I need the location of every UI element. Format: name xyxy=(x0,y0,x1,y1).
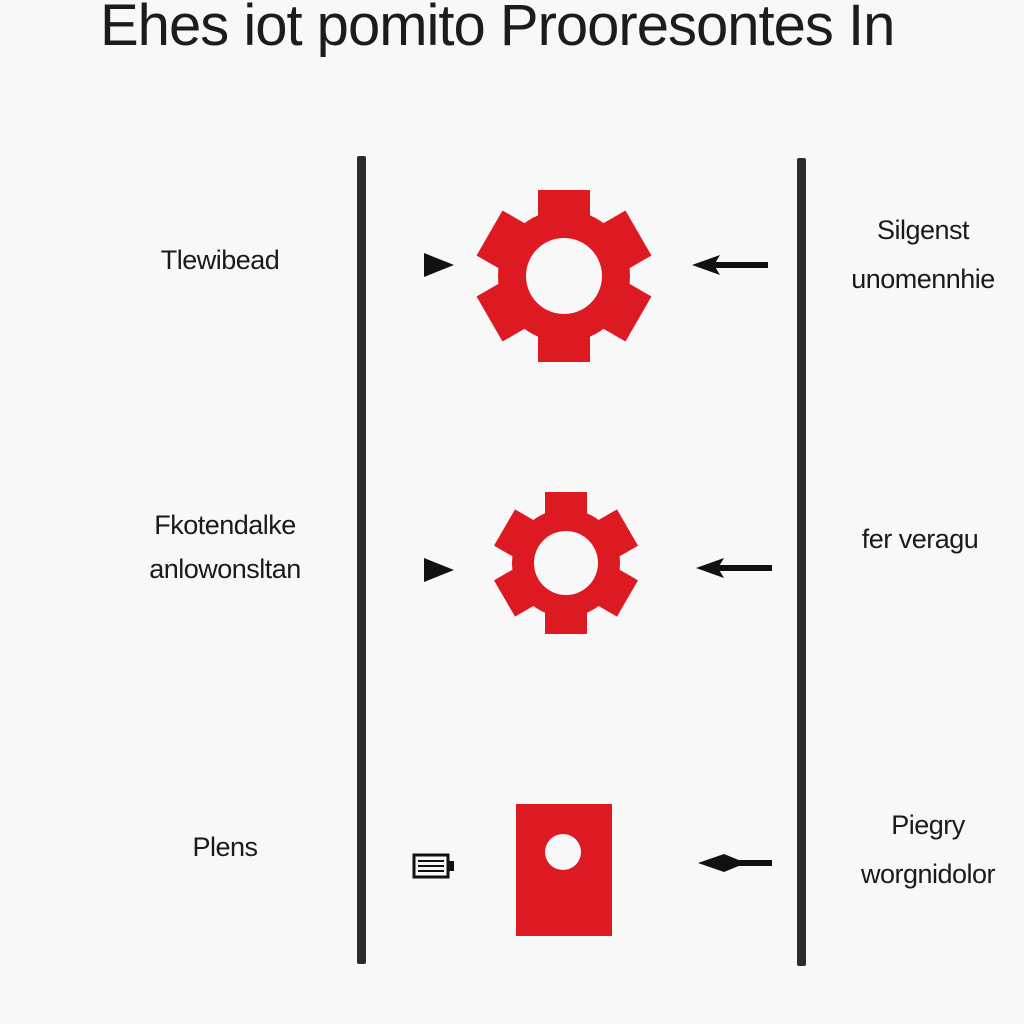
row3-left-connector xyxy=(412,853,454,879)
left-divider xyxy=(357,156,366,964)
row2-left-line1: Fkotendalke xyxy=(154,510,296,540)
row1-left-line1: Tlewibead xyxy=(160,245,280,275)
diagram-title: Ehes iot pomito Prooresontes In xyxy=(0,0,1024,70)
document-icon xyxy=(516,804,612,936)
row3-right-arrow xyxy=(698,854,772,872)
row1-left-arrow xyxy=(424,253,454,277)
row2-left-label: Fkotendalke anlowonsltan xyxy=(110,508,340,586)
row3-right-line2: worgnidolor xyxy=(860,859,996,889)
row2-right-label: fer veragu xyxy=(820,522,1020,556)
row3-right-label: Piegry worgnidolor xyxy=(830,808,1024,891)
right-divider xyxy=(797,158,806,966)
row3-left-label: Plens xyxy=(150,830,300,864)
row1-right-line2: unomennhie xyxy=(851,264,995,294)
row2-left-line2: anlowonsltan xyxy=(149,554,301,584)
gear-icon xyxy=(494,492,638,634)
row1-right-label: Silgenst unomennhie xyxy=(818,213,1024,296)
row1-right-line1: Silgenst xyxy=(876,215,970,245)
row2-right-arrow xyxy=(696,558,772,578)
row1-right-arrow xyxy=(692,255,768,275)
row2-left-arrow xyxy=(424,558,454,582)
gear-icon xyxy=(476,190,652,362)
row1-left-label: Tlewibead xyxy=(120,243,320,277)
title-text: Ehes iot pomito Prooresontes In xyxy=(100,0,895,58)
row2-right-line1: fer veragu xyxy=(861,524,979,554)
row3-right-line1: Piegry xyxy=(891,810,965,840)
row3-left-line1: Plens xyxy=(192,832,258,862)
